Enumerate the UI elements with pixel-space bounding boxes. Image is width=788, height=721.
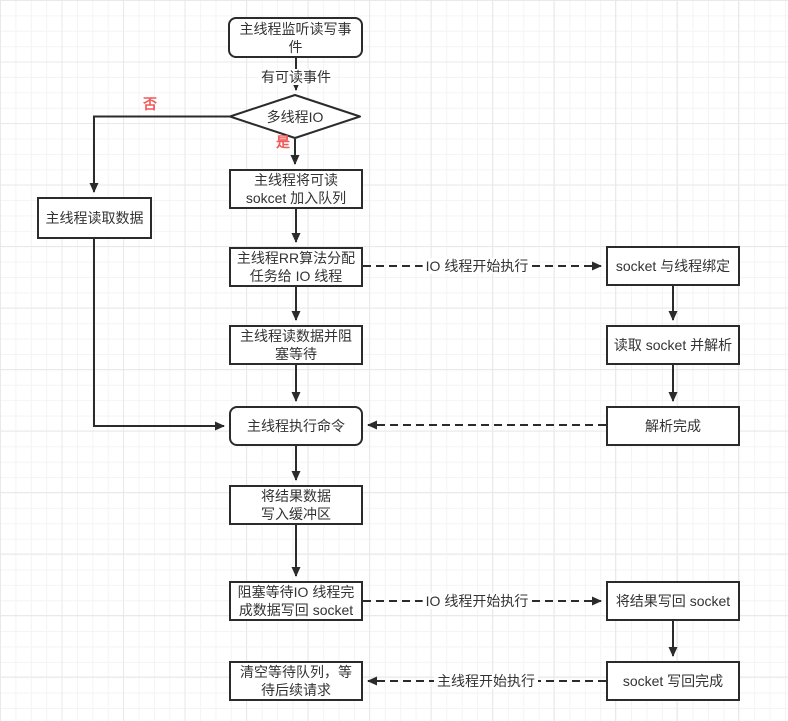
node-exec-command[interactable]: 主线程执行命令: [229, 406, 363, 446]
node-label: 解析完成: [645, 418, 701, 434]
node-label: 主线程执行命令: [247, 418, 345, 434]
node-label: 主线程将可读 sokcet 加入队列: [245, 172, 347, 206]
node-label: 将结果写回 socket: [615, 593, 731, 609]
node-enqueue-readable-socket[interactable]: 主线程将可读 sokcet 加入队列: [229, 169, 363, 209]
node-label: 主线程读数据并阻 塞等待: [240, 328, 352, 362]
node-write-result-socket[interactable]: 将结果写回 socket: [606, 581, 740, 621]
node-label: 阻塞等待IO 线程完 成数据写回 socket: [237, 584, 355, 618]
edge-label-no: 否: [143, 96, 157, 112]
edge-label-readable-event: 有可读事件: [258, 69, 334, 85]
decision-diamond-shape: [229, 94, 361, 139]
node-clear-wait-queue[interactable]: 清空等待队列，等 待后续请求: [229, 661, 363, 701]
node-label: 读取 socket 并解析: [613, 337, 733, 353]
decision-multithread-io[interactable]: 多线程IO: [229, 94, 361, 139]
node-label: 将结果数据 写入缓冲区: [261, 488, 331, 522]
node-read-parse-socket[interactable]: 读取 socket 并解析: [606, 325, 740, 365]
node-label: 主线程读取数据: [45, 210, 144, 226]
edge-label-main-thread-start: 主线程开始执行: [434, 673, 538, 689]
node-label: 多线程IO: [266, 108, 324, 125]
node-read-block-wait[interactable]: 主线程读数据并阻 塞等待: [229, 325, 363, 365]
node-label: 清空等待队列，等 待后续请求: [240, 664, 352, 698]
edge-label-yes: 是: [276, 134, 290, 150]
node-label: 主线程监听读写事 件: [239, 20, 352, 55]
edge-read-data-to-exec: [93, 239, 225, 431]
node-parse-done[interactable]: 解析完成: [606, 406, 740, 446]
node-label: 主线程RR算法分配 任务给 IO 线程: [236, 250, 356, 284]
node-rr-assign-io-threads[interactable]: 主线程RR算法分配 任务给 IO 线程: [229, 247, 363, 287]
node-socket-bind-thread[interactable]: socket 与线程绑定: [606, 246, 740, 286]
node-block-wait-writeback[interactable]: 阻塞等待IO 线程完 成数据写回 socket: [229, 581, 363, 621]
node-socket-writeback-done[interactable]: socket 写回完成: [606, 661, 740, 701]
edge-decision-no-to-read-data: [89, 115, 230, 193]
node-label: socket 写回完成: [622, 673, 724, 689]
node-label: socket 与线程绑定: [615, 258, 731, 274]
node-listen-rw-events[interactable]: 主线程监听读写事 件: [228, 17, 363, 58]
node-write-result-buffer[interactable]: 将结果数据 写入缓冲区: [229, 485, 363, 525]
edge-label-io-thread-start-2: IO 线程开始执行: [422, 593, 532, 609]
node-main-read-data[interactable]: 主线程读取数据: [37, 197, 152, 239]
edge-label-io-thread-start-1: IO 线程开始执行: [422, 258, 532, 274]
